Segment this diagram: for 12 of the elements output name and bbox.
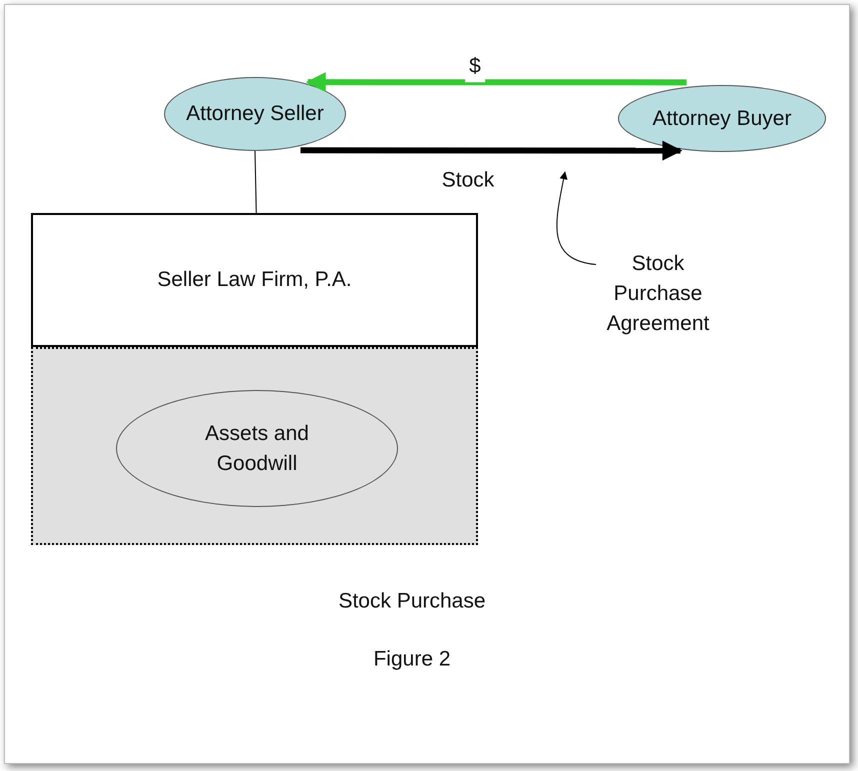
figure-number: Figure 2	[373, 646, 451, 672]
node-label: Attorney Buyer	[652, 106, 792, 132]
leader-arrow	[556, 171, 596, 266]
caption-text: Stock Purchase	[338, 588, 486, 614]
node-label: Seller Law Firm, P.A.	[157, 267, 352, 294]
node-label: Assets and Goodwill	[204, 420, 310, 476]
note-text: Stock Purchase Agreement	[606, 251, 710, 337]
firm-box	[31, 213, 478, 347]
shaded-area	[31, 347, 478, 545]
node-label: Attorney Seller	[186, 101, 324, 128]
arrow	[306, 72, 687, 92]
arrow	[300, 140, 682, 161]
